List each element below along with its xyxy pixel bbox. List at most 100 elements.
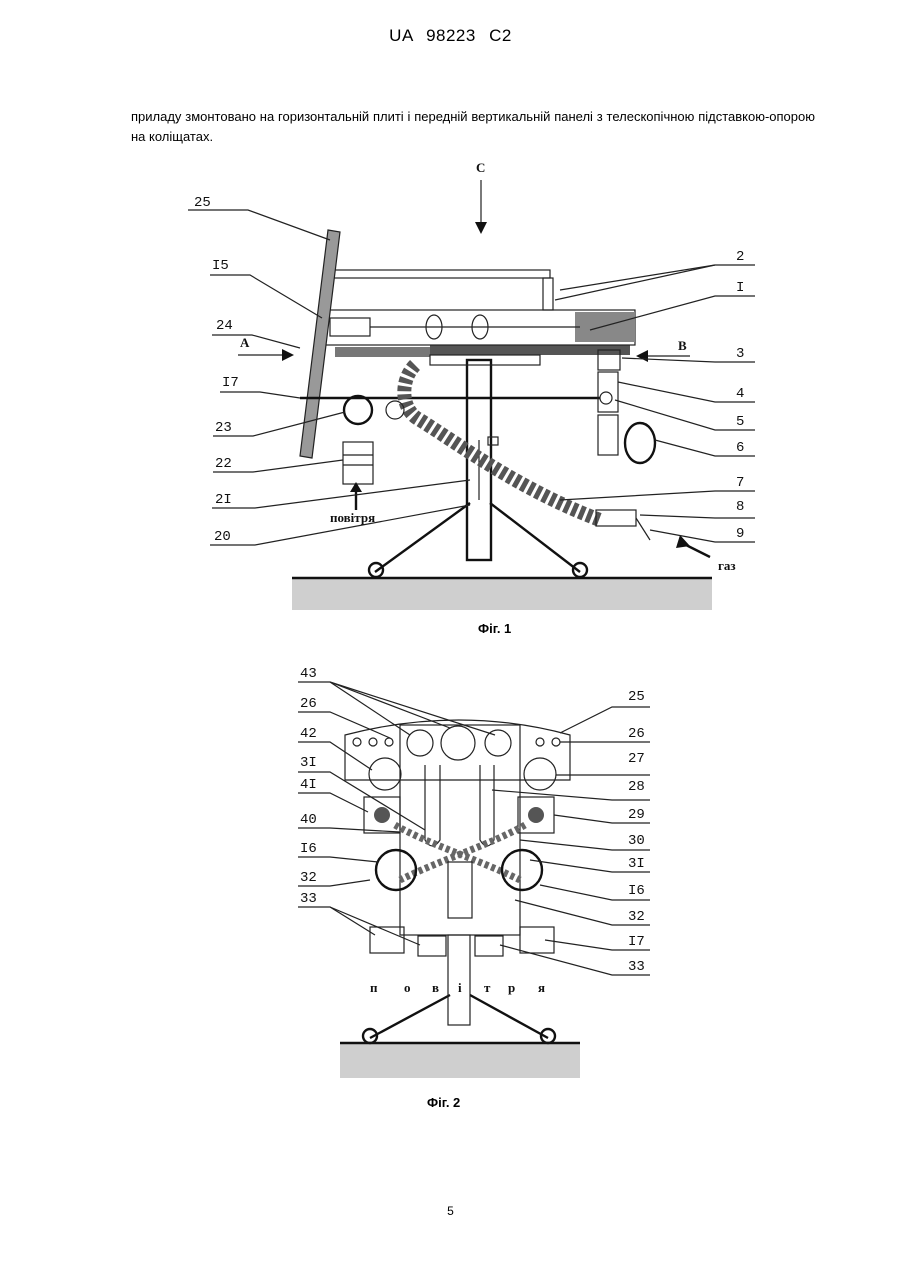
num-28: 28: [628, 779, 645, 795]
indicator-26: [536, 738, 544, 746]
arrow-b-head: [636, 350, 648, 362]
num-20: 20: [214, 529, 231, 545]
air-letter: о: [404, 980, 411, 995]
num-17: I7: [222, 375, 239, 391]
num-41: 4I: [300, 777, 317, 793]
ground-hatch-2: [340, 1043, 580, 1078]
gauge-small-right: [485, 730, 511, 756]
air-letter: п: [370, 980, 378, 995]
housing-end: [575, 312, 635, 342]
num-31-left: 3I: [300, 755, 317, 771]
box-33-3: [475, 936, 503, 956]
dial-16-right: [502, 850, 542, 890]
front-panel: [400, 725, 520, 935]
num-43: 43: [300, 666, 317, 682]
num-26-left: 26: [300, 696, 317, 712]
air-filter-22: [343, 442, 373, 484]
air-letter: р: [508, 980, 515, 995]
num-16-left: I6: [300, 841, 317, 857]
figure-2-drawing: [298, 682, 650, 1078]
air-letter: т: [484, 980, 491, 995]
num-22: 22: [215, 456, 232, 472]
num-32-left: 32: [300, 870, 317, 886]
figure-1-drawing: [188, 180, 755, 610]
indicator-26: [353, 738, 361, 746]
fan-hub: [386, 401, 404, 419]
num-27: 27: [628, 751, 645, 767]
figure-2-caption: Фіг. 2: [427, 1095, 460, 1110]
num-25-fig2: 25: [628, 689, 645, 705]
valve-5: [600, 392, 612, 404]
gauge-27: [524, 758, 556, 790]
num-42: 42: [300, 726, 317, 742]
gas-arm: [636, 518, 650, 540]
vertical-panel: [300, 230, 340, 458]
num-16-right: I6: [628, 883, 645, 899]
manometer-left: [425, 765, 440, 846]
num-24: 24: [216, 318, 233, 334]
leader-lines-fig2: [298, 682, 650, 975]
fan-23: [344, 396, 372, 424]
post-clamp: [488, 437, 498, 445]
indicator-26: [369, 738, 377, 746]
num-17-fig2: I7: [628, 934, 645, 950]
knob-41: [374, 807, 390, 823]
leg-right-2: [470, 995, 548, 1038]
num-33-left: 33: [300, 891, 317, 907]
air-letter: і: [458, 980, 462, 995]
num-15: I5: [212, 258, 229, 274]
burner-6: [625, 423, 655, 463]
num-8: 8: [736, 499, 744, 515]
num-31-right: 3I: [628, 856, 645, 872]
air-letter: в: [432, 980, 439, 995]
figure-1-caption: Фіг. 1: [478, 621, 511, 636]
manometer-right: [480, 765, 494, 846]
air-letter: я: [538, 980, 545, 995]
indicator-26: [552, 738, 560, 746]
num-29: 29: [628, 807, 645, 823]
num-32-right: 32: [628, 909, 645, 925]
num-26-right: 26: [628, 726, 645, 742]
label-b: B: [678, 338, 687, 353]
box-33-2: [418, 936, 446, 956]
wheel-right: [573, 563, 587, 577]
plate-left: [335, 347, 430, 357]
num-7: 7: [736, 475, 744, 491]
leader-lines-fig1: [188, 210, 755, 545]
num-1: I: [736, 280, 744, 296]
label-a: A: [240, 335, 250, 350]
num-9: 9: [736, 526, 744, 542]
gauge-small-left: [407, 730, 433, 756]
panel-top: [345, 720, 570, 780]
central-window: [448, 862, 472, 918]
num-2: 2: [736, 249, 744, 265]
num-30: 30: [628, 833, 645, 849]
label-air: повітря: [330, 510, 375, 525]
tube-unit: [598, 415, 618, 455]
num-21: 2I: [215, 492, 232, 508]
gas-valve-8: [596, 510, 636, 526]
page-number: 5: [0, 1204, 901, 1218]
leg-left-2: [370, 995, 450, 1038]
label-gas: газ: [718, 558, 736, 573]
num-6: 6: [736, 440, 744, 456]
num-3: 3: [736, 346, 744, 362]
num-33-right: 33: [628, 959, 645, 975]
num-4: 4: [736, 386, 744, 402]
arrow-a-head: [282, 349, 294, 361]
top-cover: [330, 270, 550, 278]
flexible-hose: [404, 365, 600, 520]
knob-29: [528, 807, 544, 823]
dial-16-left: [376, 850, 416, 890]
num-23: 23: [215, 420, 232, 436]
label-c: C: [476, 160, 485, 175]
num-25: 25: [194, 195, 211, 211]
gauge-42: [369, 758, 401, 790]
ground-hatch: [292, 578, 712, 610]
arrow-c-head: [475, 222, 487, 234]
num-5: 5: [736, 414, 744, 430]
num-40: 40: [300, 812, 317, 828]
cell-15: [330, 318, 370, 336]
housing-pillar: [543, 278, 553, 310]
